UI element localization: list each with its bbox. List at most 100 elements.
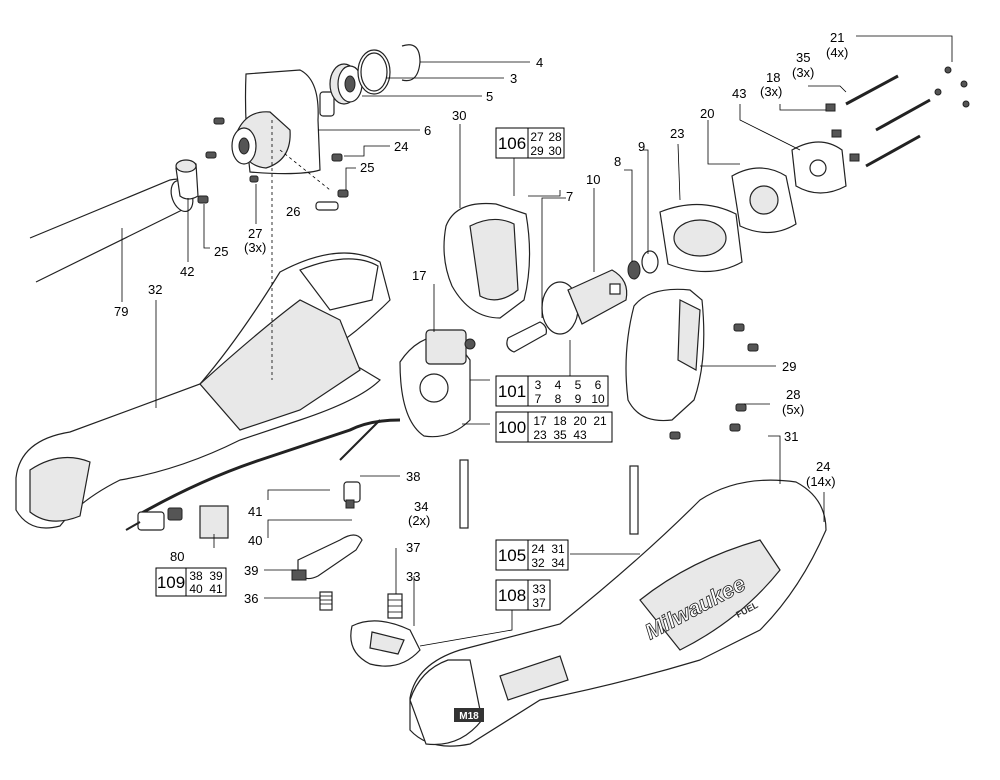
kit-100-item: 43 bbox=[573, 428, 587, 442]
part-clips bbox=[825, 103, 860, 162]
part-screws-28 bbox=[669, 323, 759, 440]
kit-101-number: 101 bbox=[498, 382, 526, 401]
part-washer-8 bbox=[627, 260, 641, 280]
kit-106-item: 27 bbox=[530, 130, 544, 144]
part-tube bbox=[29, 178, 194, 283]
kit-box-105: 105 24 31 32 34 bbox=[495, 539, 569, 571]
callout-10: 10 bbox=[586, 172, 600, 187]
callout-39: 39 bbox=[244, 563, 258, 578]
callout-40: 40 bbox=[248, 533, 262, 548]
kit-109-item: 39 bbox=[209, 569, 223, 583]
callout-18: 18 bbox=[766, 70, 780, 85]
kit-100-number: 100 bbox=[498, 418, 526, 437]
kit-101-item: 5 bbox=[575, 378, 582, 392]
callout-80: 80 bbox=[170, 549, 184, 564]
callout-35: 35 bbox=[796, 50, 810, 65]
callout-7: 7 bbox=[566, 189, 573, 204]
callout-24a: 24 bbox=[394, 139, 408, 154]
kit-box-100: 100 17 18 20 21 23 35 43 bbox=[495, 411, 613, 443]
part-small-screws bbox=[934, 66, 970, 108]
part-switch bbox=[343, 481, 361, 509]
part-right-housing bbox=[409, 479, 827, 747]
callout-34-qty: (2x) bbox=[408, 513, 430, 528]
brand-badge: M18 bbox=[454, 708, 484, 722]
kit-106-item: 30 bbox=[548, 144, 562, 158]
callout-21: 21 bbox=[830, 30, 844, 45]
part-shaft bbox=[506, 321, 547, 353]
part-long-screws bbox=[845, 74, 931, 168]
part-motor-cover bbox=[443, 202, 531, 319]
part-bearing bbox=[329, 63, 363, 105]
part-clamp bbox=[175, 159, 199, 200]
callout-34: 34 bbox=[414, 499, 428, 514]
callout-33: 33 bbox=[406, 569, 420, 584]
kit-101-item: 7 bbox=[535, 392, 542, 406]
callout-5: 5 bbox=[486, 89, 493, 104]
callout-25b: 25 bbox=[214, 244, 228, 259]
brand-badge-text: M18 bbox=[459, 711, 479, 722]
callout-28: 28 bbox=[786, 387, 800, 402]
kit-100-item: 21 bbox=[593, 414, 607, 428]
callout-79: 79 bbox=[114, 304, 128, 319]
kit-101-item: 3 bbox=[535, 378, 542, 392]
callout-30: 30 bbox=[452, 108, 466, 123]
kit-101-item: 6 bbox=[595, 378, 602, 392]
callout-25a: 25 bbox=[360, 160, 374, 175]
kit-106-item: 29 bbox=[530, 144, 544, 158]
callout-3: 3 bbox=[510, 71, 517, 86]
kit-101-item: 8 bbox=[555, 392, 562, 406]
kit-box-109: 109 38 39 40 41 bbox=[155, 567, 227, 597]
kit-101-item: 9 bbox=[575, 392, 582, 406]
callout-28-qty: (5x) bbox=[782, 402, 804, 417]
kit-box-108: 108 33 37 bbox=[495, 579, 551, 611]
kit-108-item: 33 bbox=[532, 582, 546, 596]
part-screws-mount bbox=[197, 117, 349, 211]
kit-105-item: 32 bbox=[531, 556, 545, 570]
kit-106-item: 28 bbox=[548, 130, 562, 144]
part-spring-37 bbox=[387, 593, 403, 619]
kit-100-item: 18 bbox=[553, 414, 567, 428]
callout-36: 36 bbox=[244, 591, 258, 606]
part-bearing-9 bbox=[641, 250, 659, 274]
kit-101-item: 4 bbox=[555, 378, 562, 392]
part-strip-right bbox=[629, 465, 639, 535]
kit-box-101: 101 3 4 5 6 7 8 9 10 bbox=[495, 375, 609, 407]
callout-20: 20 bbox=[700, 106, 714, 121]
callout-17: 17 bbox=[412, 268, 426, 283]
kit-109-item: 40 bbox=[189, 582, 203, 596]
leader-lines bbox=[121, 35, 953, 647]
callout-labels: 4 3 5 6 24 25 26 27 (3x) 42 25 79 32 30 … bbox=[114, 30, 848, 606]
part-o-ring bbox=[357, 49, 391, 95]
part-mount-plate bbox=[231, 69, 335, 175]
callout-21-qty: (4x) bbox=[826, 45, 848, 60]
kit-100-item: 35 bbox=[553, 428, 567, 442]
kit-box-106: 106 27 28 29 30 bbox=[495, 127, 565, 159]
callout-4: 4 bbox=[536, 55, 543, 70]
part-left-housing bbox=[15, 252, 391, 529]
callout-37: 37 bbox=[406, 540, 420, 555]
callout-38: 38 bbox=[406, 469, 420, 484]
part-wiring bbox=[125, 418, 401, 531]
callout-41: 41 bbox=[248, 504, 262, 519]
part-pad bbox=[199, 505, 229, 539]
callout-8: 8 bbox=[614, 154, 621, 169]
kit-109-item: 41 bbox=[209, 582, 223, 596]
callout-42: 42 bbox=[180, 264, 194, 279]
callout-29: 29 bbox=[782, 359, 796, 374]
kit-106-number: 106 bbox=[498, 134, 526, 153]
callout-24b-qty: (14x) bbox=[806, 474, 836, 489]
part-spring-36 bbox=[319, 591, 333, 611]
kit-100-item: 17 bbox=[533, 414, 547, 428]
kit-105-item: 34 bbox=[551, 556, 565, 570]
callout-35-qty: (3x) bbox=[792, 65, 814, 80]
callout-31: 31 bbox=[784, 429, 798, 444]
callout-9: 9 bbox=[638, 139, 645, 154]
part-retaining-ring bbox=[401, 44, 421, 82]
callout-23: 23 bbox=[670, 126, 684, 141]
callout-18-qty: (3x) bbox=[760, 84, 782, 99]
part-trigger bbox=[291, 534, 363, 581]
callout-27-qty: (3x) bbox=[244, 240, 266, 255]
part-rotor bbox=[541, 269, 628, 335]
